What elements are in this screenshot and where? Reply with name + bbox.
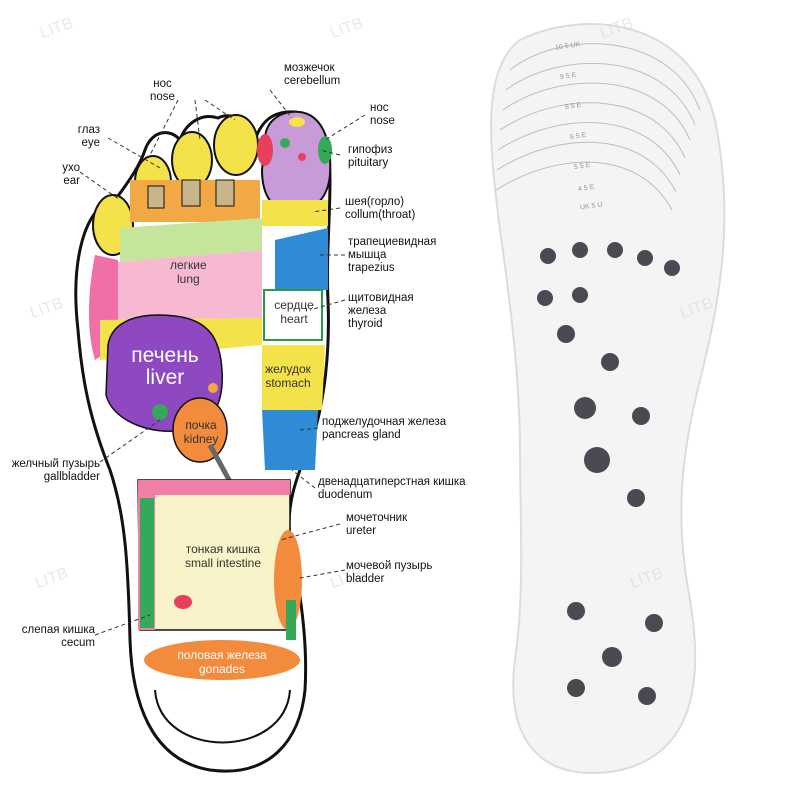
insole-size-mark: 9 5 E — [559, 71, 577, 82]
zone-stomach — [262, 345, 325, 410]
zone-colon-left — [140, 498, 154, 628]
zone-kidney — [172, 397, 228, 463]
big-toe-yellow-spot — [289, 117, 305, 127]
zone-cecum-red — [174, 595, 192, 609]
heel-curve — [154, 689, 291, 744]
zone-green-band — [120, 218, 262, 262]
zone-lung — [118, 250, 262, 320]
zone-heart — [263, 289, 323, 341]
insole-size-lines — [495, 43, 701, 211]
zone-trapezius — [275, 228, 328, 292]
ureter-top-dot — [208, 383, 218, 393]
insole-size-mark: 5 5 E — [573, 161, 591, 172]
insole-shape — [490, 23, 726, 774]
big-toe-red — [257, 134, 273, 166]
big-toe-green-dot — [280, 138, 290, 148]
big-toe-red-dot — [298, 153, 306, 161]
callout-throat: шея(горло)collum(throat) — [345, 196, 416, 221]
gallbladder-dot — [152, 404, 168, 420]
callout-lines — [79, 89, 366, 636]
zone-pancreas — [262, 410, 318, 470]
zone-gonades — [144, 640, 300, 680]
zone-throat — [262, 200, 328, 226]
insole-size-mark: 4 5 E — [577, 183, 595, 194]
insole-size-mark: 8 5 E — [564, 101, 582, 112]
big-toe-green — [318, 136, 332, 164]
insole-size-mark: 6 5 E — [569, 131, 587, 142]
zone-green-right — [286, 600, 296, 640]
insole-magnets — [537, 242, 680, 705]
toe-2 — [213, 114, 259, 176]
